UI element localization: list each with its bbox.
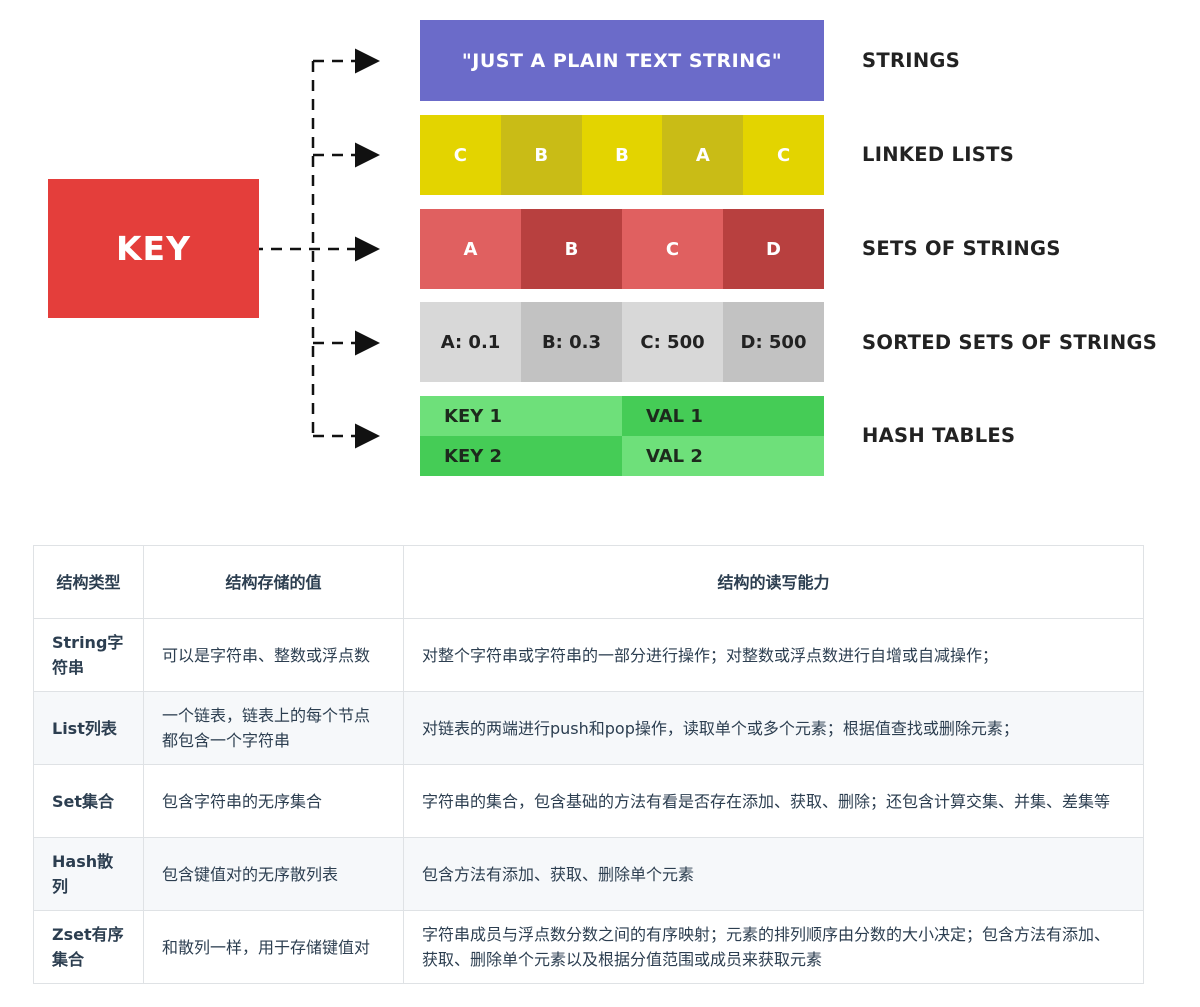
list-item: A bbox=[662, 115, 744, 195]
cell-read-write: 字符串成员与浮点数分数之间的有序映射；元素的排列顺序由分数的大小决定；包含方法有… bbox=[403, 910, 1144, 984]
hash-key: KEY 1 bbox=[420, 396, 622, 436]
header-read-write: 结构的读写能力 bbox=[403, 545, 1144, 619]
cell-read-write: 对整个字符串或字符串的一部分进行操作；对整数或浮点数进行自增或自减操作； bbox=[403, 618, 1144, 692]
list-item: B bbox=[581, 115, 663, 195]
set-item: D bbox=[723, 209, 824, 289]
cell-type: List列表 bbox=[33, 691, 144, 765]
header-stored-value: 结构存储的值 bbox=[143, 545, 404, 619]
key-box: KEY bbox=[48, 179, 259, 318]
data-structure-table: 结构类型 结构存储的值 结构的读写能力 String字符串 可以是字符串、整数或… bbox=[33, 545, 1144, 984]
cell-stored-value: 包含字符串的无序集合 bbox=[143, 764, 404, 838]
cell-type: Zset有序集合 bbox=[33, 910, 144, 984]
set-row: A B C D bbox=[420, 209, 824, 289]
redis-data-types-diagram: KEY "JUST A PLAIN TEXT STRING" C B B A C… bbox=[0, 0, 1200, 500]
hash-row: KEY 2 VAL 2 bbox=[420, 436, 824, 476]
hash-value: VAL 1 bbox=[622, 396, 824, 436]
sorted-set-item: A: 0.1 bbox=[420, 302, 521, 382]
set-item: B bbox=[521, 209, 622, 289]
list-item: B bbox=[500, 115, 582, 195]
label-linked-lists: LINKED LISTS bbox=[862, 143, 1015, 166]
list-item: C bbox=[420, 115, 501, 195]
cell-type: String字符串 bbox=[33, 618, 144, 692]
table-row: Zset有序集合 和散列一样，用于存储键值对 字符串成员与浮点数分数之间的有序映… bbox=[33, 910, 1144, 984]
table-row: Hash散列 包含键值对的无序散列表 包含方法有添加、获取、删除单个元素 bbox=[33, 837, 1144, 911]
linked-list-row: C B B A C bbox=[420, 115, 824, 195]
cell-stored-value: 包含键值对的无序散列表 bbox=[143, 837, 404, 911]
hash-table: KEY 1 VAL 1 KEY 2 VAL 2 bbox=[420, 396, 824, 476]
cell-read-write: 对链表的两端进行push和pop操作，读取单个或多个元素；根据值查找或删除元素； bbox=[403, 691, 1144, 765]
set-item: C bbox=[622, 209, 723, 289]
connector-arrows bbox=[252, 48, 380, 449]
cell-read-write: 包含方法有添加、获取、删除单个元素 bbox=[403, 837, 1144, 911]
cell-type: Hash散列 bbox=[33, 837, 144, 911]
hash-row: KEY 1 VAL 1 bbox=[420, 396, 824, 436]
sorted-set-item: D: 500 bbox=[723, 302, 824, 382]
hash-key: KEY 2 bbox=[420, 436, 622, 476]
sorted-set-item: C: 500 bbox=[622, 302, 723, 382]
cell-type: Set集合 bbox=[33, 764, 144, 838]
cell-stored-value: 和散列一样，用于存储键值对 bbox=[143, 910, 404, 984]
table-header-row: 结构类型 结构存储的值 结构的读写能力 bbox=[33, 545, 1144, 619]
table-row: Set集合 包含字符串的无序集合 字符串的集合，包含基础的方法有看是否存在添加、… bbox=[33, 764, 1144, 838]
table-row: String字符串 可以是字符串、整数或浮点数 对整个字符串或字符串的一部分进行… bbox=[33, 618, 1144, 692]
strings-box: "JUST A PLAIN TEXT STRING" bbox=[420, 20, 824, 101]
label-sorted-sets: SORTED SETS OF STRINGS bbox=[862, 331, 1158, 354]
cell-read-write: 字符串的集合，包含基础的方法有看是否存在添加、获取、删除；还包含计算交集、并集、… bbox=[403, 764, 1144, 838]
label-sets: SETS OF STRINGS bbox=[862, 237, 1061, 260]
hash-value: VAL 2 bbox=[622, 436, 824, 476]
label-hash-tables: HASH TABLES bbox=[862, 424, 1016, 447]
set-item: A bbox=[420, 209, 521, 289]
cell-stored-value: 可以是字符串、整数或浮点数 bbox=[143, 618, 404, 692]
list-item: C bbox=[743, 115, 824, 195]
sorted-set-item: B: 0.3 bbox=[521, 302, 622, 382]
table-row: List列表 一个链表，链表上的每个节点都包含一个字符串 对链表的两端进行pus… bbox=[33, 691, 1144, 765]
label-strings: STRINGS bbox=[862, 49, 961, 72]
cell-stored-value: 一个链表，链表上的每个节点都包含一个字符串 bbox=[143, 691, 404, 765]
header-type: 结构类型 bbox=[33, 545, 144, 619]
sorted-set-row: A: 0.1 B: 0.3 C: 500 D: 500 bbox=[420, 302, 824, 382]
